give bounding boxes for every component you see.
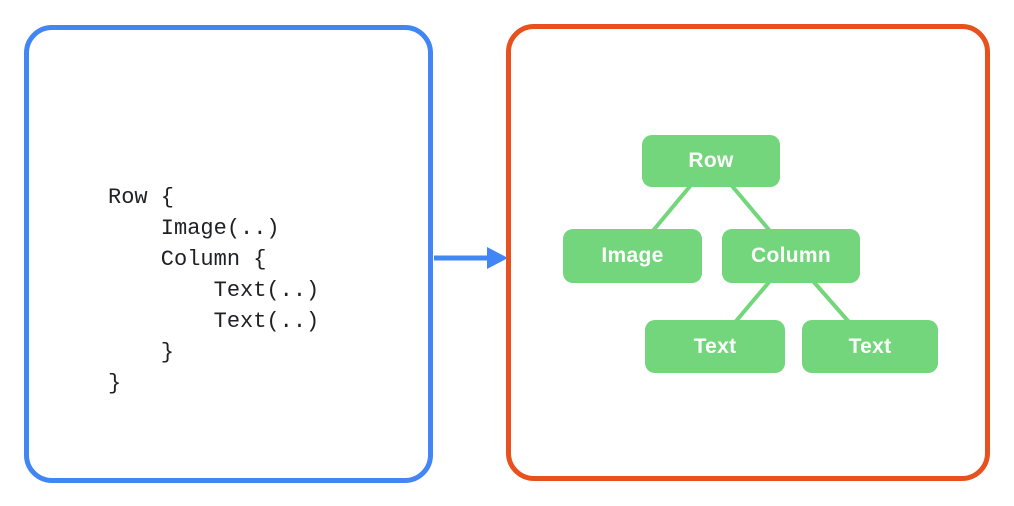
code-line: } <box>108 340 175 365</box>
tree-node-text: Text <box>802 320 938 373</box>
code-panel: Row { Image(..) Column { Text(..) Text(.… <box>24 25 433 483</box>
code-line: Column { <box>108 247 267 272</box>
code-line: Image(..) <box>108 216 280 241</box>
code-line: Text(..) <box>108 309 320 334</box>
tree-node-row: Row <box>642 135 780 187</box>
tree-panel: Row Image Column Text Text <box>506 24 990 481</box>
tree-node-column: Column <box>722 229 860 283</box>
tree-node-label: Row <box>688 149 734 172</box>
code-line: } <box>108 371 122 396</box>
tree-node-image: Image <box>563 229 702 283</box>
tree-node-label: Image <box>601 244 664 267</box>
tree-node-text: Text <box>645 320 785 373</box>
tree-node-label: Text <box>848 334 892 358</box>
tree-node-label: Column <box>751 244 831 267</box>
code-block: Row { Image(..) Column { Text(..) Text(.… <box>108 182 319 399</box>
arrow-right-icon <box>434 247 508 269</box>
code-line: Row { <box>108 185 175 210</box>
tree-node-label: Text <box>693 334 737 358</box>
code-line: Text(..) <box>108 278 320 303</box>
